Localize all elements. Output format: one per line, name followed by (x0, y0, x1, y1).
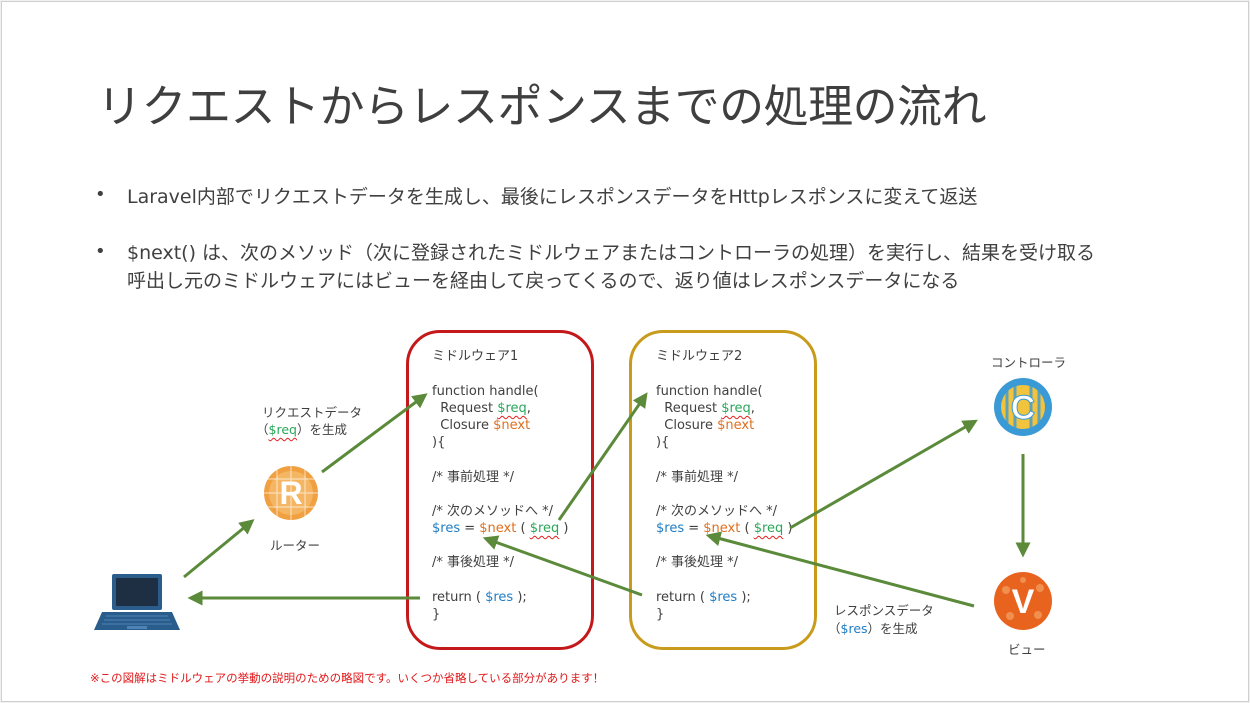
arrow-router-to-middleware-1 (321, 393, 428, 474)
bullet-2-line-1: $next() は、次のメソッド（次に登録されたミドルウェアまたはコントローラの… (127, 242, 1096, 264)
controller-badge-letter: C (1011, 389, 1036, 427)
laptop-icon (94, 574, 180, 630)
arrow-laptop-to-router (183, 519, 255, 579)
arrow-middleware-2-to-controller (789, 419, 978, 530)
view-badge-letter: V (1012, 583, 1035, 621)
bullet-marker: • (95, 241, 106, 262)
slide-title: リクエストからレスポンスまでの処理の流れ (97, 80, 987, 133)
router-badge-icon: R (264, 466, 318, 520)
middleware-2-code: function handle( Request $req, Closure $… (656, 384, 763, 450)
middleware-1-code: function handle( Request $req, Closure $… (432, 384, 539, 450)
view-badge-icon: V (994, 572, 1052, 630)
view-label: ビュー (1008, 642, 1046, 657)
middleware-2-pre-comment: /* 事前処理 */ (656, 470, 739, 485)
request-data-sublabel: （$req）を生成 (256, 422, 347, 437)
bullet-marker: • (95, 184, 106, 205)
bullet-2-line-2: 呼出し元のミドルウェアにはビューを経由して戻ってくるので、返り値はレスポンスデー… (127, 270, 960, 292)
middleware-1-title: ミドルウェア1 (432, 349, 519, 364)
response-data-label: レスポンスデータ (834, 603, 934, 618)
router-label: ルーター (270, 538, 321, 553)
response-data-sublabel: （$res）を生成 (828, 621, 918, 636)
middleware-1-box (406, 330, 594, 650)
request-data-label: リクエストデータ (262, 405, 363, 420)
middleware-2-next-call: /* 次のメソッドへ */ $res = $next ( $req ) (656, 504, 793, 536)
middleware-2-box (629, 330, 817, 650)
arrow-view-to-middleware-2 (705, 531, 975, 608)
middleware-1-next-call: /* 次のメソッドへ */ $res = $next ( $req ) (432, 504, 569, 536)
controller-badge-icon: C (994, 378, 1052, 436)
middleware-1-post-comment: /* 事後処理 */ (432, 555, 515, 570)
controller-label: コントローラ (991, 355, 1067, 370)
middleware-1-pre-comment: /* 事前処理 */ (432, 470, 515, 485)
middleware-1-return: return ( $res ); } (432, 590, 527, 622)
footnote: ※この図解はミドルウェアの挙動の説明のための略図です。いくつか省略している部分が… (90, 671, 605, 685)
middleware-2-title: ミドルウェア2 (656, 349, 743, 364)
bullet-1-text: Laravel内部でリクエストデータを生成し、最後にレスポンスデータをHttpレ… (127, 186, 978, 208)
router-badge-letter: R (279, 475, 302, 511)
middleware-2-return: return ( $res ); } (656, 590, 751, 622)
arrow-middleware-2-to-middleware-1 (482, 535, 643, 597)
middleware-2-post-comment: /* 事後処理 */ (656, 555, 739, 570)
arrow-middleware-1-to-middleware-2 (557, 392, 648, 521)
